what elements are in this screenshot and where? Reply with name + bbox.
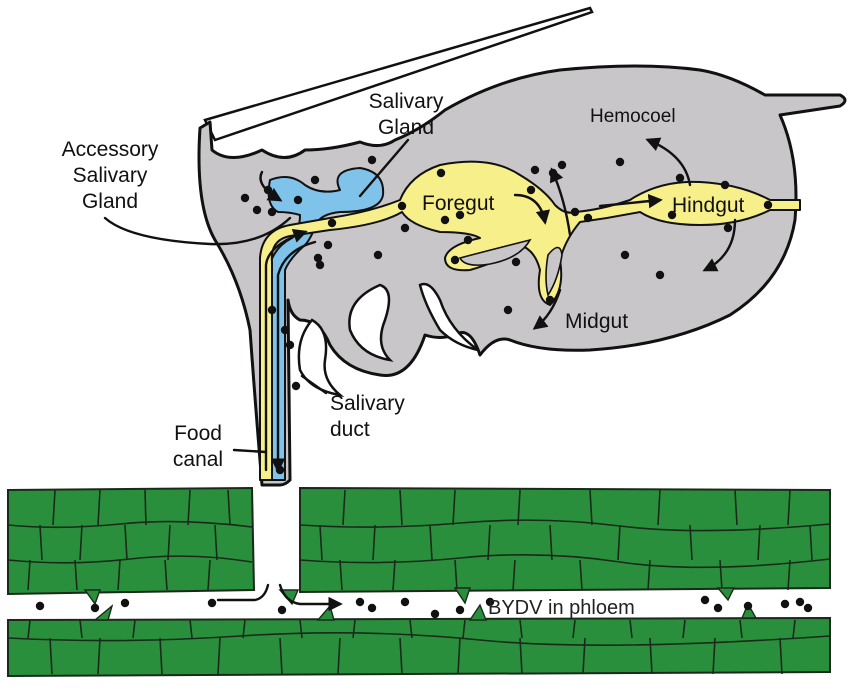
virus-particle xyxy=(463,235,473,245)
virus-particle xyxy=(723,223,733,233)
virus-particle xyxy=(277,605,287,615)
virus-particle xyxy=(780,599,790,609)
virus-particle xyxy=(313,253,323,263)
virus-particle xyxy=(583,213,593,223)
virus-particle xyxy=(615,157,625,167)
virus-particle xyxy=(655,270,665,280)
label-midgut: Midgut xyxy=(565,310,628,333)
virus-particle xyxy=(367,155,377,165)
virus-particle xyxy=(120,598,130,608)
virus-particle xyxy=(763,200,773,210)
label-leaders xyxy=(103,138,410,454)
virus-particle xyxy=(503,305,513,315)
virus-particle xyxy=(795,597,805,607)
label-hindgut: Hindgut xyxy=(672,194,745,217)
virus-particle xyxy=(310,175,320,185)
virus-particle xyxy=(315,260,325,270)
virus-particle xyxy=(355,597,365,607)
virus-particle xyxy=(400,597,410,607)
virus-particle xyxy=(545,295,555,305)
plant-tissue-lower xyxy=(7,616,831,678)
virus-particle xyxy=(373,250,383,260)
sieve-plates xyxy=(83,587,758,621)
virus-particle xyxy=(323,240,333,250)
virus-particle xyxy=(267,207,277,217)
label-accessory-salivary-gland-3: Gland xyxy=(82,190,138,213)
virus-particle xyxy=(530,165,540,175)
virus-particle xyxy=(675,173,685,183)
label-salivary-duct-2: duct xyxy=(330,418,370,441)
virus-particle xyxy=(713,603,723,613)
virus-particle xyxy=(440,215,450,225)
virus-particle xyxy=(285,340,295,350)
virus-particle xyxy=(548,168,558,178)
virus-particle xyxy=(367,603,377,613)
virus-particle xyxy=(485,597,495,607)
phloem-saliva-arrow xyxy=(278,583,343,612)
virus-particle xyxy=(267,305,277,315)
virus-particle xyxy=(743,601,753,611)
virus-particle xyxy=(700,595,710,605)
label-accessory-salivary-gland-1: Accessory xyxy=(62,138,159,161)
label-salivary-gland-2: Gland xyxy=(378,116,434,139)
labels: Accessory Salivary Gland Salivary Gland … xyxy=(62,90,745,619)
virus-particle xyxy=(397,201,407,211)
virus-particles xyxy=(35,155,813,619)
virus-particle xyxy=(455,210,465,220)
virus-particle xyxy=(803,603,813,613)
virus-particle xyxy=(280,325,290,335)
virus-particle xyxy=(35,601,45,611)
virus-particle xyxy=(293,195,303,205)
virus-particle xyxy=(450,255,460,265)
virus-particle xyxy=(252,205,262,215)
virus-particle xyxy=(455,605,465,615)
virus-particle xyxy=(240,193,250,203)
virus-particle xyxy=(400,223,410,233)
gut xyxy=(259,160,801,481)
label-accessory-salivary-gland-2: Salivary xyxy=(73,164,148,187)
flow-arrows xyxy=(216,137,737,612)
virus-particle xyxy=(90,603,100,613)
virus-particle xyxy=(291,381,301,391)
label-hemocoel: Hemocoel xyxy=(590,106,676,127)
virus-particle xyxy=(570,207,580,217)
label-salivary-duct-1: Salivary xyxy=(330,392,405,415)
virus-particle xyxy=(327,218,337,228)
label-bydv-in-phloem: BYDV in phloem xyxy=(488,597,635,619)
virus-particle xyxy=(511,257,521,267)
label-food-canal-2: canal xyxy=(173,448,223,471)
virus-particle xyxy=(207,598,217,608)
plant-tissue-upper xyxy=(7,486,831,596)
virus-particle xyxy=(430,609,440,619)
virus-particle xyxy=(526,185,536,195)
label-food-canal-1: Food xyxy=(174,422,222,445)
phloem-uptake-arrow xyxy=(216,583,270,602)
virus-particle xyxy=(275,465,285,475)
plant-cell-walls-upper xyxy=(7,489,831,591)
label-salivary-gland-1: Salivary xyxy=(369,90,444,113)
virus-particle xyxy=(620,250,630,260)
virus-particle xyxy=(557,160,567,170)
virus-particle xyxy=(720,180,730,190)
label-foregut: Foregut xyxy=(422,192,495,215)
virus-particle xyxy=(436,168,446,178)
virus-particle xyxy=(263,185,273,195)
virus-particle xyxy=(667,210,677,220)
